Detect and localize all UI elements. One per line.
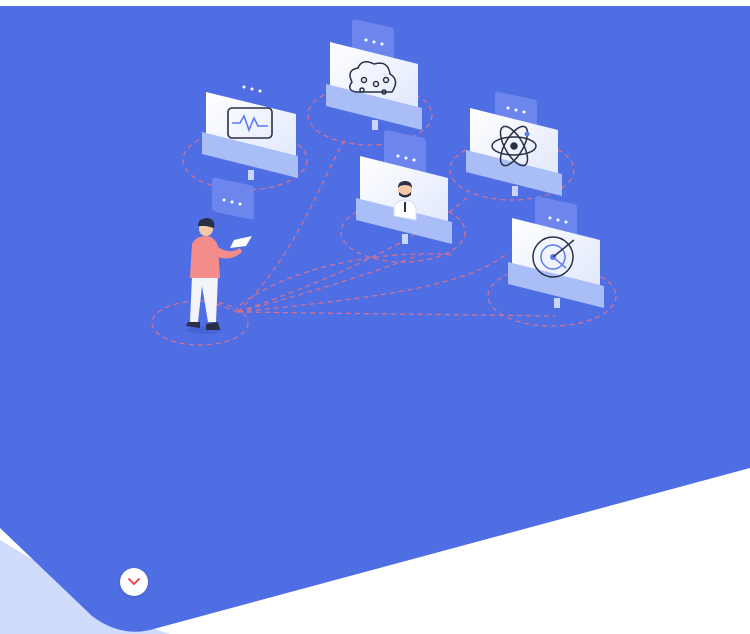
atom-icon (491, 125, 537, 167)
connection-paths (151, 84, 617, 346)
hero-shadow (0, 540, 170, 634)
user-avatar-icon (393, 181, 417, 221)
monitor-user (356, 130, 452, 244)
monitor-target (508, 196, 604, 308)
hero-background (0, 6, 750, 632)
scroll-down-button[interactable] (120, 568, 148, 596)
person-with-tablet-icon (186, 177, 254, 334)
monitor-cloud (326, 19, 422, 130)
monitor-activity (202, 85, 298, 180)
speech-bubble-icon (384, 130, 426, 174)
target-radar-icon (532, 236, 575, 278)
monitor-atom (466, 91, 562, 196)
speech-bubble-icon (212, 177, 254, 220)
chevron-down-icon (128, 578, 140, 585)
activity-waveform-icon (227, 107, 273, 139)
cloud-network-icon (349, 61, 397, 95)
